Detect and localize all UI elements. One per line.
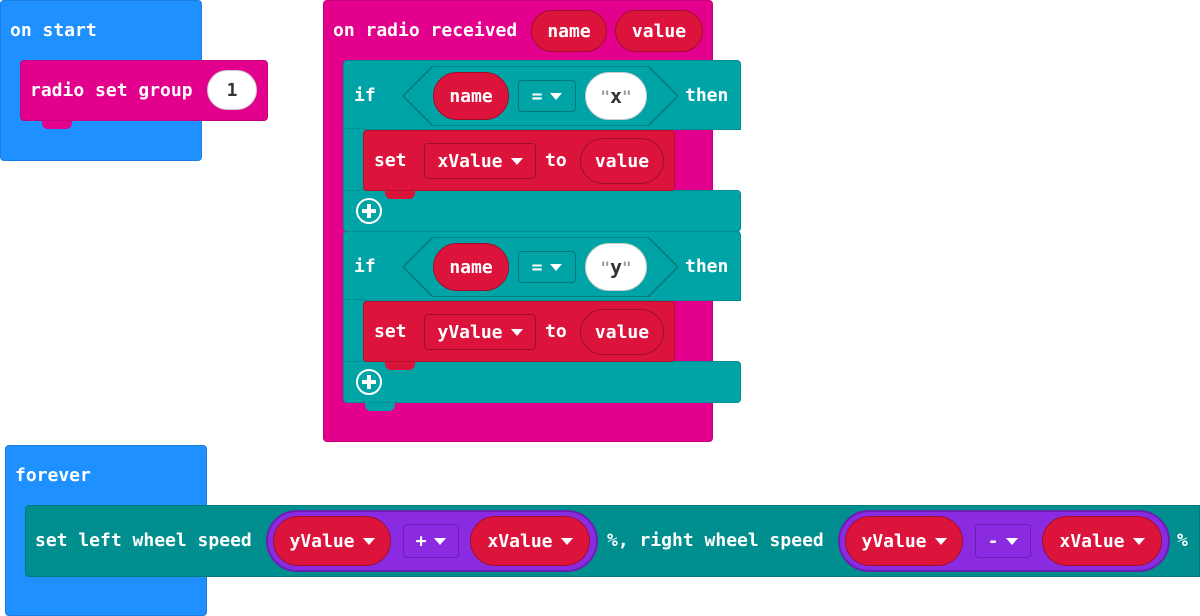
op-label: = — [531, 85, 543, 107]
then-label-1: then — [685, 85, 729, 106]
variable-label: xValue — [437, 150, 503, 172]
plus-operator-dropdown[interactable]: + — [403, 524, 459, 558]
quote-close: " — [622, 257, 632, 277]
value-pill-1[interactable]: value — [580, 138, 664, 184]
caret-down-icon — [1006, 537, 1019, 545]
op-label: = — [531, 256, 543, 278]
caret-down-icon — [362, 537, 375, 545]
quote-open: " — [600, 86, 610, 106]
string-value: x — [609, 84, 623, 108]
param-name-pill[interactable]: name — [531, 10, 607, 52]
group-number-input[interactable]: 1 — [207, 70, 257, 110]
caret-down-icon — [934, 537, 947, 545]
on-radio-received-label: on radio received — [333, 20, 518, 41]
if-block-2-side — [343, 299, 365, 365]
block-notch — [385, 191, 415, 199]
caret-down-icon — [550, 92, 563, 100]
if-label-1: if — [354, 85, 376, 106]
minus-operator-dropdown[interactable]: - — [975, 524, 1031, 558]
compare-right-text-1[interactable]: "x" — [585, 72, 647, 120]
variable-label: yValue — [289, 530, 355, 552]
right-b-variable-dropdown[interactable]: xValue — [1042, 516, 1162, 566]
caret-down-icon — [434, 537, 447, 545]
variable-dropdown-yvalue[interactable]: yValue — [424, 314, 536, 350]
caret-down-icon — [510, 157, 523, 165]
variable-label: xValue — [487, 530, 553, 552]
left-b-variable-dropdown[interactable]: xValue — [470, 516, 590, 566]
then-label-2: then — [685, 256, 729, 277]
variable-label: yValue — [861, 530, 927, 552]
radio-set-group-label: radio set group — [30, 80, 193, 101]
quote-open: " — [600, 257, 610, 277]
left-a-variable-dropdown[interactable]: yValue — [273, 516, 391, 566]
compare-op-dropdown-1[interactable]: = — [518, 80, 576, 112]
set-label-1: set — [374, 150, 407, 171]
variable-label: yValue — [437, 321, 503, 343]
compare-right-text-2[interactable]: "y" — [585, 243, 647, 291]
variable-dropdown-xvalue[interactable]: xValue — [424, 143, 536, 179]
quote-close: " — [622, 86, 632, 106]
block-notch — [365, 403, 395, 411]
right-wheel-speed-label: %, right wheel speed — [607, 530, 824, 551]
op-label: + — [415, 530, 427, 552]
block-notch — [42, 121, 72, 129]
set-label-2: set — [374, 321, 407, 342]
compare-op-dropdown-2[interactable]: = — [518, 251, 576, 283]
string-value: y — [609, 255, 623, 279]
to-label-2: to — [545, 321, 567, 342]
if-label-2: if — [354, 256, 376, 277]
variable-label: xValue — [1059, 530, 1125, 552]
if-block-1-side — [343, 128, 365, 194]
plus-circle-icon[interactable] — [356, 198, 382, 224]
block-notch — [385, 362, 415, 370]
forever-label: forever — [15, 465, 91, 486]
on-start-label: on start — [10, 20, 97, 41]
compare-left-name-2[interactable]: name — [433, 243, 509, 291]
caret-down-icon — [510, 328, 523, 336]
value-pill-2[interactable]: value — [580, 309, 664, 355]
right-a-variable-dropdown[interactable]: yValue — [845, 516, 963, 566]
percent-end-label: % — [1177, 530, 1188, 551]
caret-down-icon — [1132, 537, 1145, 545]
op-label: - — [987, 530, 999, 552]
param-value-pill[interactable]: value — [615, 10, 703, 52]
caret-down-icon — [560, 537, 573, 545]
compare-left-name-1[interactable]: name — [433, 72, 509, 120]
set-left-wheel-speed-label: set left wheel speed — [35, 530, 252, 551]
caret-down-icon — [550, 263, 563, 271]
to-label-1: to — [545, 150, 567, 171]
plus-circle-icon[interactable] — [356, 369, 382, 395]
